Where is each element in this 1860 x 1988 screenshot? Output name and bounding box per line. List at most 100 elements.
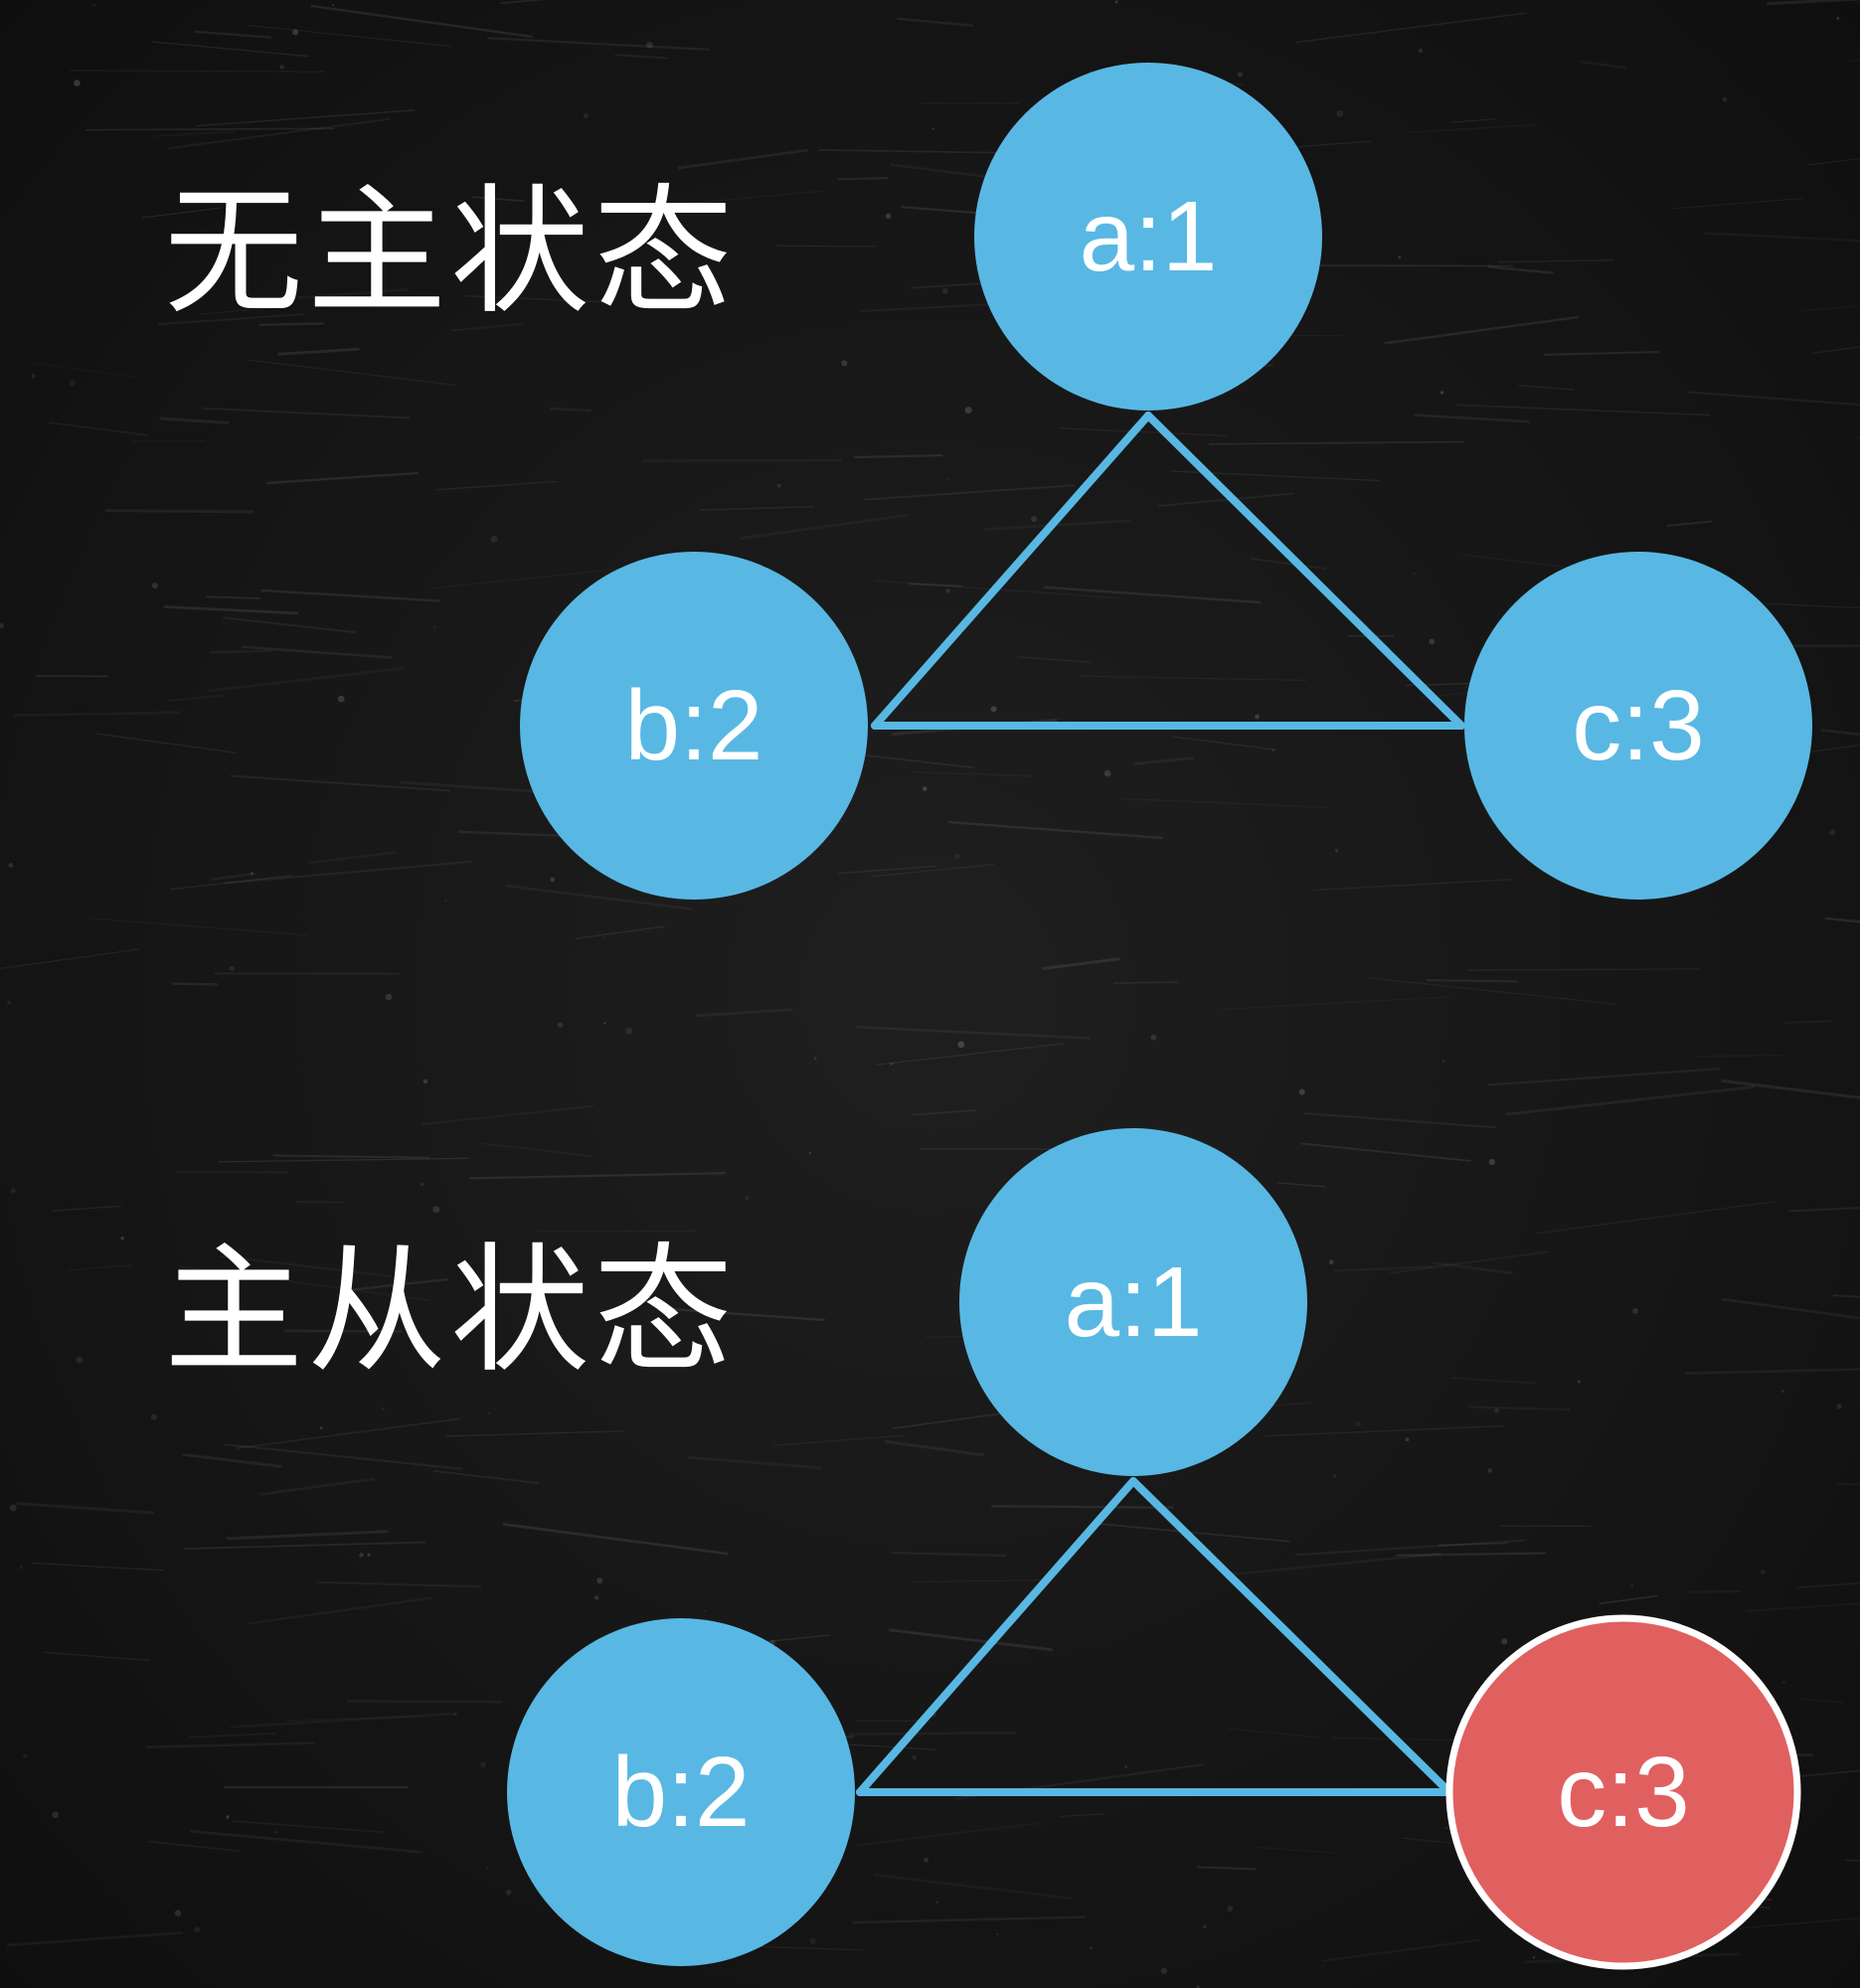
chalk-scratch [248, 1596, 433, 1625]
node-a[interactable] [974, 63, 1322, 411]
chalk-scratch [1688, 391, 1860, 407]
chalk-scratch [1208, 440, 1464, 445]
chalk-scratch [43, 1651, 151, 1662]
chalk-dust [964, 407, 972, 414]
chalk-dust [1429, 638, 1436, 645]
chalk-dust [367, 1553, 371, 1557]
chalk-scratch [1017, 655, 1092, 664]
chalk-scratch [224, 1443, 462, 1470]
chalk-scratch [1800, 1769, 1860, 1777]
chalk-scratch [1784, 1020, 1832, 1025]
chalk-scratch [200, 307, 266, 315]
chalk-dust [1781, 1390, 1785, 1394]
node-b[interactable] [507, 1618, 855, 1966]
edge-a-b [856, 1477, 1137, 1796]
chalk-scratch [740, 513, 909, 541]
chalk-scratch [1264, 1424, 1505, 1437]
chalk-scratch [141, 207, 222, 219]
chalk-scratch [1544, 351, 1660, 356]
chalk-scratch [212, 872, 255, 881]
chalk-dust [990, 706, 997, 713]
chalk-scratch [446, 1430, 625, 1437]
chalk-scratch [259, 1477, 376, 1496]
chalk-scratch [853, 454, 943, 459]
chalk-scratch [468, 1172, 727, 1180]
chalk-scratch [224, 860, 473, 885]
chalk-scratch [1060, 1813, 1104, 1817]
chalk-scratch [168, 117, 391, 150]
chalk-dust [69, 380, 77, 387]
chalk-scratch [1721, 1297, 1860, 1320]
chalk-scratch [284, 1329, 403, 1333]
chalk-scratch [160, 416, 230, 424]
chalk-dust [1441, 1060, 1445, 1063]
chalk-dust [1493, 1408, 1500, 1413]
node-c[interactable] [1464, 552, 1812, 900]
node-c-highlighted[interactable] [1445, 1614, 1801, 1970]
chalk-dust [646, 41, 653, 49]
chalk-dust [957, 1041, 965, 1049]
chalk-dust [9, 1504, 17, 1512]
node-c-label: c:3 [1572, 670, 1704, 781]
chalk-scratch [884, 1439, 984, 1457]
chalk-dust [279, 65, 284, 70]
chalk-scratch [891, 1551, 1007, 1558]
chalk-scratch [1505, 1085, 1756, 1116]
chalk-dust [359, 1553, 364, 1558]
chalk-dust [151, 582, 158, 589]
chalk-scratch [258, 322, 325, 326]
chalk-scratch [539, 1230, 699, 1233]
state-label-master-slave: 主从状态 [164, 1231, 738, 1393]
chalk-dust [1632, 1308, 1638, 1314]
chalk-scratch [230, 774, 451, 792]
chalk-dust [703, 1609, 706, 1612]
chalk-scratch [272, 1154, 430, 1159]
chalk-scratch [421, 1104, 594, 1126]
chalk-scratch [991, 1504, 1174, 1509]
chalk-dust [1227, 1905, 1234, 1912]
chalk-dust [1103, 769, 1111, 777]
chalk-scratch [295, 1201, 344, 1204]
chalk-dust [1488, 1158, 1495, 1166]
chalk-dust [841, 360, 848, 367]
chalk-dust [1255, 714, 1260, 720]
chalk-scratch [1812, 346, 1860, 354]
chalk-scratch [1294, 1539, 1525, 1557]
chalk-scratch [1487, 265, 1554, 274]
chalk-scratch [1097, 1523, 1290, 1543]
chalk-scratch [226, 1530, 389, 1541]
chalk-dust [594, 1595, 599, 1600]
chalk-dust [808, 1151, 811, 1155]
chalk-dust [444, 899, 447, 903]
chalk-scratch [1369, 977, 1617, 1005]
chalk-scratch [220, 1254, 394, 1278]
node-b-label: b:2 [624, 670, 762, 781]
chalk-dust [1089, 1946, 1093, 1950]
chalk-scratch [202, 407, 411, 419]
chalk-scratch [242, 645, 392, 659]
chalk-dust [703, 1325, 710, 1332]
chalk-scratch [897, 17, 974, 27]
node-a[interactable] [959, 1128, 1307, 1476]
chalk-scratch [1536, 1201, 1775, 1235]
chalk-scratch [260, 588, 441, 602]
chalk-scratch [1766, 602, 1860, 609]
chalk-scratch [1486, 1067, 1721, 1086]
chalk-dust [1237, 72, 1244, 78]
chalk-scratch [31, 1562, 165, 1572]
chalk-scratch [36, 675, 108, 678]
chalk-dust [174, 1909, 182, 1916]
chalk-dust [150, 1413, 157, 1420]
chalk-scratch [151, 41, 309, 58]
node-b[interactable] [520, 552, 868, 900]
chalk-scratch [1739, 1917, 1860, 1929]
chalk-scratch [502, 1522, 729, 1556]
chalk-scratch [677, 148, 808, 170]
chalk-dust [583, 112, 590, 119]
chalk-dust [1114, 0, 1118, 4]
chalk-dust [941, 287, 948, 294]
chalk-scratch [310, 4, 533, 39]
chalk-scratch [1693, 1056, 1787, 1057]
chalk-dust [8, 863, 14, 868]
